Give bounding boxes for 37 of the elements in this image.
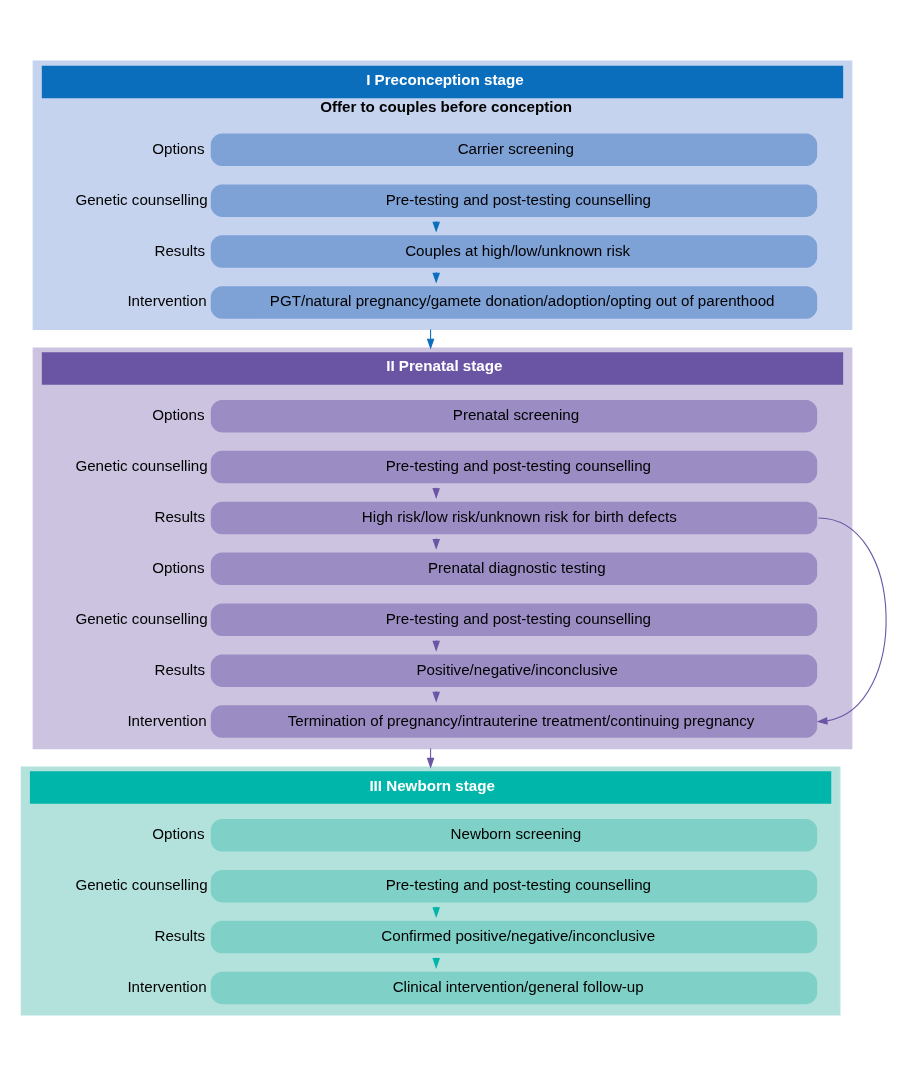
arrow <box>432 220 440 233</box>
node-label: Genetic counselling <box>75 609 208 627</box>
node-box: PGT/natural pregnancy/gamete donation/adoption/opting out of parenthood <box>210 286 818 319</box>
node-box: Pre-testing and post-testing counselling <box>210 184 818 217</box>
node-label: Results <box>154 660 205 678</box>
node-box: Positive/negative/inconclusive <box>210 654 818 687</box>
node-box: Pre-testing and post-testing counselling <box>210 450 818 484</box>
node-box: Termination of pregnancy/intrauterine treatment/continuing pregnancy <box>210 705 818 738</box>
arrow <box>432 690 440 703</box>
node-box: Newborn screening <box>210 819 818 852</box>
node-label: Results <box>154 507 205 525</box>
node-box: Carrier screening <box>210 133 818 167</box>
node-box: Pre-testing and post-testing counselling <box>210 603 818 636</box>
node-label: Results <box>154 241 205 259</box>
node-box: Clinical intervention/general follow-up <box>210 971 818 1005</box>
node-box: Prenatal diagnostic testing <box>210 552 818 586</box>
arrow <box>816 517 887 725</box>
node-label: Results <box>154 927 205 945</box>
node-label: Intervention <box>127 711 207 729</box>
node-box: Prenatal screening <box>210 399 818 433</box>
arrow <box>426 329 435 350</box>
node-box: Pre-testing and post-testing counselling <box>210 869 818 903</box>
arrow <box>432 639 440 652</box>
node-box: Couples at high/low/unknown risk <box>210 235 818 268</box>
node-label: Options <box>152 406 205 424</box>
node-box: High risk/low risk/unknown risk for birth defects <box>210 501 818 535</box>
node-label: Intervention <box>127 292 207 310</box>
node-box: Confirmed positive/negative/inconclusive <box>210 920 818 954</box>
node-label: Options <box>152 139 205 157</box>
node-label: Options <box>152 825 205 843</box>
node-label: Genetic counselling <box>75 190 208 208</box>
node-label: Genetic counselling <box>75 876 208 894</box>
node-label: Options <box>152 558 205 576</box>
node-label: Intervention <box>127 977 207 995</box>
node-label: Genetic counselling <box>75 457 208 475</box>
arrow <box>426 748 435 769</box>
arrow <box>432 271 440 284</box>
